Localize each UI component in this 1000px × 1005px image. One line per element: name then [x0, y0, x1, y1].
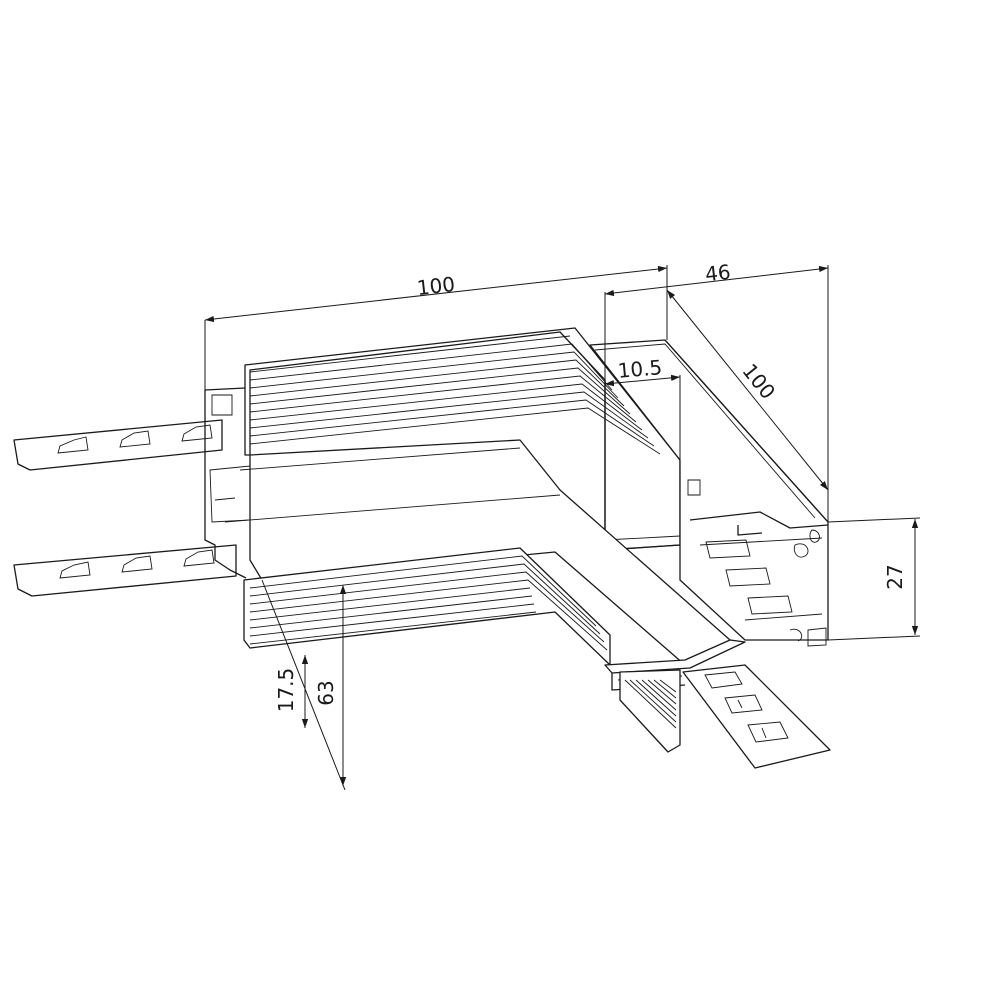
lower-finned-body — [243, 547, 611, 666]
dim-label-height-fin: 17.5 — [274, 668, 298, 713]
left-end-profile — [204, 387, 251, 579]
right-lower-fins — [619, 669, 681, 753]
dim-label-length-left: 100 — [416, 272, 457, 300]
left-mounting-clip-lower — [13, 544, 237, 597]
right-face-clip-windows — [705, 539, 793, 615]
dimension-lines — [204, 265, 921, 791]
dim-label-height-right: 27 — [883, 564, 907, 589]
dim-label-length-right: 100 — [737, 359, 780, 404]
right-mounting-clip — [682, 664, 831, 769]
dim-label-depth-top: 46 — [704, 260, 732, 287]
dim-label-height-total: 63 — [314, 680, 338, 705]
left-mounting-clip-upper — [13, 419, 223, 471]
dim-label-inner-width: 10.5 — [617, 355, 663, 383]
